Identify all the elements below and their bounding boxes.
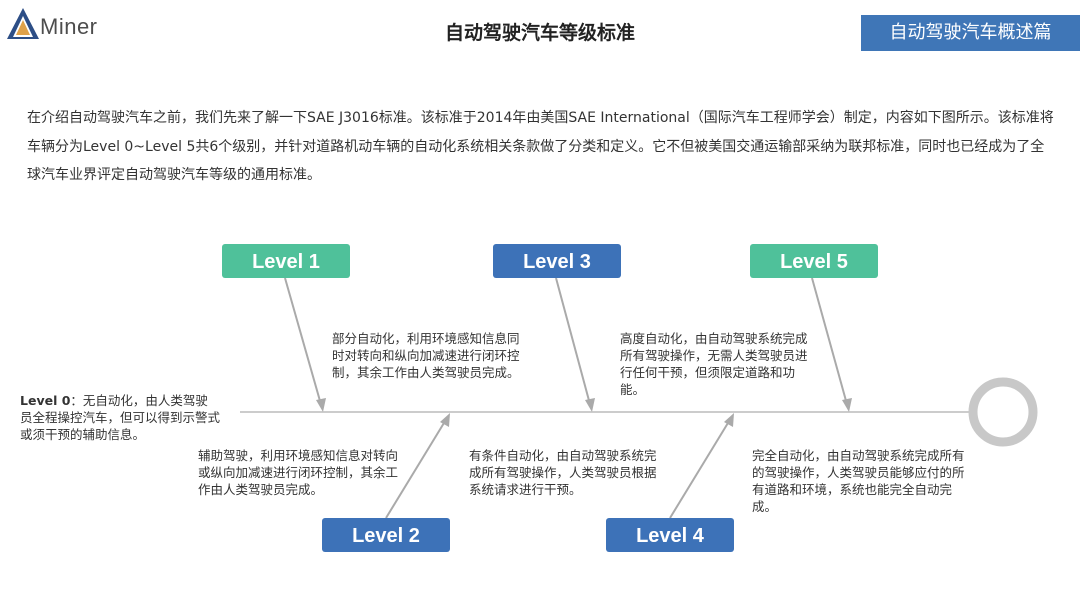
section-tag: 自动驾驶汽车概述篇 (861, 15, 1080, 51)
arrow-level5 (811, 277, 849, 409)
level4-description: 高度自动化，由自动驾驶系统完成所有驾驶操作，无需人类驾驶员进行任何干预，但须限定… (620, 331, 808, 397)
logo: Miner (6, 6, 106, 46)
arrow-level3 (555, 277, 592, 409)
level1-label: Level 1 (252, 251, 320, 273)
level0-description: Level 0：无自动化，由人类驾驶员全程操控汽车，但可以得到示警式或须干预的辅… (20, 392, 220, 443)
logo-text: Miner (40, 14, 98, 39)
level1-description: 辅助驾驶，利用环境感知信息对转向或纵向加减速进行闭环控制，其余工作由人类驾驶员完… (198, 448, 399, 497)
level0-text: ：无自动化，由人类驾驶员全程操控汽车，但可以得到示警式或须干预的辅助信息。 (20, 393, 221, 442)
spine-end-circle (968, 377, 1038, 447)
level5-description: 完全自动化，由自动驾驶系统完成所有的驾驶操作，人类驾驶员能够应付的所有道路和环境… (752, 448, 965, 514)
arrow-level4 (669, 417, 732, 519)
level2-box: Level 2 (322, 518, 450, 552)
arrow-level2 (385, 417, 448, 519)
intro-paragraph: 在介绍自动驾驶汽车之前，我们先来了解一下SAE J3016标准。该标准于2014… (27, 110, 1054, 183)
arrowhead-level4 (724, 413, 734, 427)
level5-label: Level 5 (780, 251, 848, 273)
arrow-level1 (284, 277, 323, 409)
level3-description: 有条件自动化，由自动驾驶系统完成所有驾驶操作，人类驾驶员根据系统请求进行干预。 (469, 448, 657, 497)
level3-box: Level 3 (493, 244, 621, 278)
level5-box: Level 5 (750, 244, 878, 278)
level0-label: Level 0 (20, 393, 71, 408)
level2-label: Level 2 (352, 525, 420, 547)
level3-label: Level 3 (523, 251, 591, 273)
level2-description: 部分自动化，利用环境感知信息同时对转向和纵向加减速进行闭环控制，其余工作由人类驾… (332, 331, 520, 380)
level4-box: Level 4 (606, 518, 734, 552)
arrowhead-level5 (842, 398, 852, 412)
page-title: 自动驾驶汽车等级标准 (444, 22, 635, 44)
level1-box: Level 1 (222, 244, 350, 278)
arrowhead-level3 (585, 398, 595, 412)
arrowhead-level2 (440, 413, 450, 427)
logo-mark-icon (7, 8, 39, 39)
level4-label: Level 4 (636, 525, 705, 547)
arrowhead-level1 (316, 398, 326, 412)
